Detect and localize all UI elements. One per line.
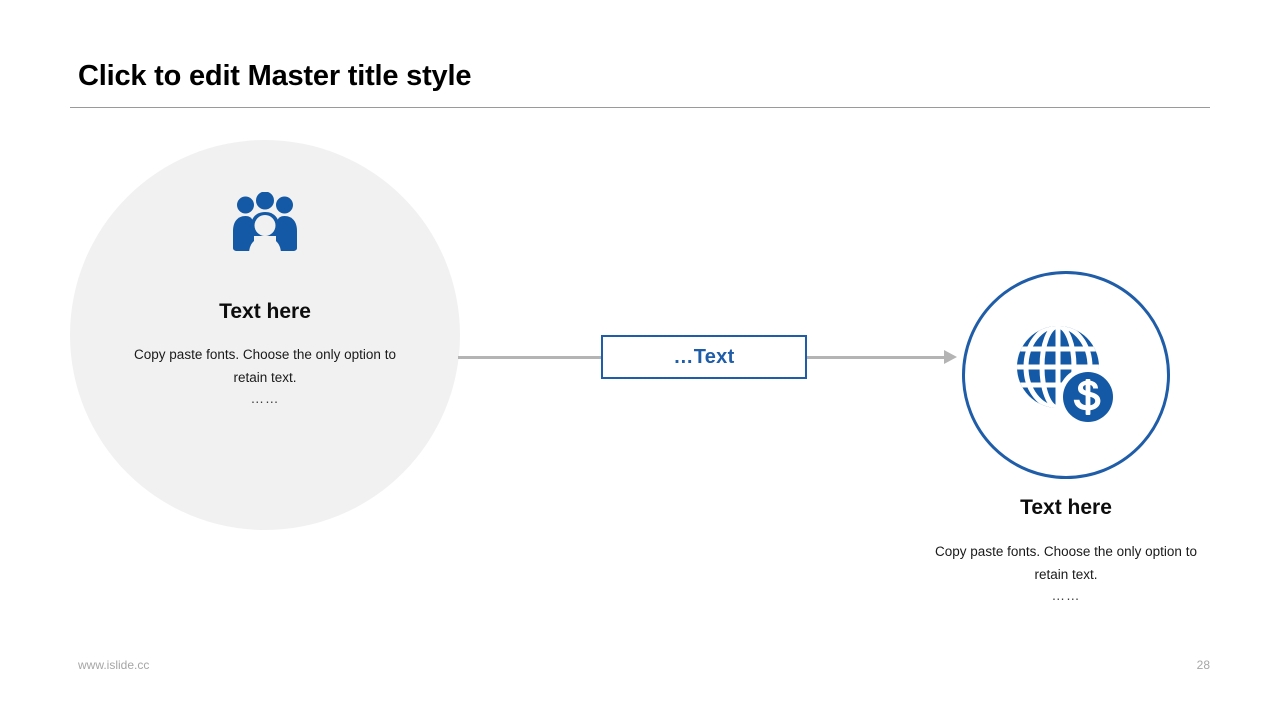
right-node-dots: …… xyxy=(1051,588,1081,603)
right-node-heading: Text here xyxy=(1020,496,1112,519)
page-title: Click to edit Master title style xyxy=(78,60,472,92)
globe-dollar-icon xyxy=(1012,321,1120,429)
left-node-body: Copy paste fonts. Choose the only option… xyxy=(134,347,396,385)
title-divider xyxy=(70,107,1210,108)
left-node-heading: Text here xyxy=(219,300,311,323)
middle-label-text: …Text xyxy=(673,345,735,368)
footer-url[interactable]: www.islide.cc xyxy=(78,658,150,672)
connector-line-right xyxy=(807,356,947,359)
people-group-icon xyxy=(232,191,298,256)
middle-label-box[interactable]: …Text xyxy=(601,335,807,379)
footer-page-number: 28 xyxy=(1196,658,1210,672)
arrow-right-icon xyxy=(944,350,957,364)
right-node-body: Copy paste fonts. Choose the only option… xyxy=(935,544,1197,582)
left-node-dots: …… xyxy=(250,391,280,406)
connector-line-left xyxy=(458,356,601,359)
